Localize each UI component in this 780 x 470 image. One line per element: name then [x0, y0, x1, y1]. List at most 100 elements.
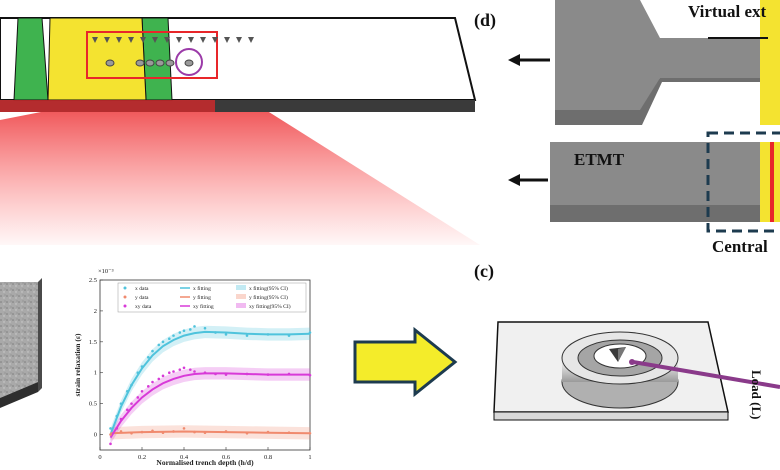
- data-point: [245, 334, 249, 337]
- data-point: [136, 396, 140, 399]
- load-arrow: [632, 360, 780, 389]
- highlighted-trench-circle: [175, 48, 203, 76]
- panel-c-label: (c): [474, 261, 494, 282]
- trench-markers: [105, 59, 194, 67]
- legend-label: xy fitting(95% CI): [249, 303, 291, 310]
- data-point: [126, 408, 129, 412]
- data-point: [130, 402, 133, 405]
- data-point: [308, 432, 312, 435]
- data-point: [140, 365, 144, 368]
- virtual-label: Virtual ext: [688, 2, 767, 21]
- data-point: [109, 442, 112, 446]
- legend-label: xy data: [135, 304, 152, 310]
- data-point: [224, 333, 228, 336]
- data-point: [189, 328, 192, 331]
- data-point: [203, 326, 207, 330]
- data-point: [115, 427, 119, 430]
- data-point: [157, 377, 161, 381]
- data-point: [182, 329, 186, 332]
- data-point: [193, 370, 196, 373]
- green-band-left: [13, 17, 49, 101]
- indenter-tip-face: [618, 347, 626, 362]
- dogbone-shadow: [555, 78, 760, 125]
- central-label: Central: [712, 237, 768, 256]
- y-tick-label: 1.5: [89, 339, 97, 346]
- data-point: [214, 331, 217, 334]
- y-tick-label: 1: [94, 370, 97, 377]
- panel-d-label: (d): [474, 10, 496, 31]
- strip-red-shadow: [0, 100, 215, 112]
- data-point: [182, 427, 186, 430]
- sem-side-face: [38, 278, 42, 392]
- data-point: [109, 427, 112, 430]
- data-point: [245, 432, 249, 435]
- x-tick-label: 0: [98, 454, 101, 461]
- y-tick-label: 2.5: [89, 277, 97, 284]
- x-tick-label: 0.8: [264, 454, 272, 461]
- data-point: [140, 389, 144, 393]
- panel-c: (c) Load (L): [474, 261, 780, 421]
- data-point: [266, 430, 270, 434]
- data-point: [189, 368, 192, 371]
- data-point: [203, 371, 207, 375]
- y-tick-labels: 00.511.522.5: [89, 277, 97, 439]
- data-point: [224, 373, 228, 376]
- data-point: [126, 389, 129, 393]
- data-point: [308, 373, 312, 377]
- data-point: [161, 340, 165, 344]
- magnification-wedge: [0, 78, 480, 245]
- data-point: [308, 331, 312, 334]
- data-point: [266, 333, 270, 336]
- legend-marker: [236, 303, 246, 308]
- data-point: [115, 414, 119, 418]
- legend-label: x data: [135, 286, 149, 292]
- load-arrow-head: [629, 359, 635, 365]
- data-point: [130, 383, 133, 387]
- process-arrow: [353, 326, 458, 398]
- sem-top-face: [0, 282, 38, 398]
- etmt-label: ETMT: [574, 150, 625, 169]
- y-tick-label: 0: [94, 432, 97, 439]
- data-point: [147, 385, 150, 388]
- ci-band: [110, 367, 310, 444]
- sample-plate-front: [493, 411, 729, 421]
- central-region-box: [706, 131, 780, 233]
- legend-marker: [123, 304, 127, 308]
- trench-selection-box: [86, 31, 218, 79]
- data-point: [119, 402, 123, 405]
- data-point: [178, 331, 182, 334]
- sem-surface-block: [0, 278, 42, 408]
- indent-markers: [92, 37, 254, 43]
- yellow-band: [47, 17, 147, 101]
- data-point: [287, 431, 291, 434]
- specimen-strip-view: [0, 17, 480, 245]
- data-point: [214, 372, 217, 376]
- data-point: [193, 430, 196, 434]
- data-point: [140, 430, 144, 434]
- data-point: [287, 334, 291, 337]
- data-point: [287, 372, 291, 376]
- legend-marker: [123, 286, 127, 290]
- data-point: [182, 366, 186, 370]
- data-point: [119, 417, 123, 421]
- y-tick-label: 0.5: [89, 401, 97, 408]
- legend-label: xy fitting: [193, 303, 214, 310]
- data-point: [161, 374, 165, 378]
- data-point: [168, 371, 171, 375]
- data-point: [224, 430, 228, 433]
- pull-arrow-bottom-head: [508, 174, 520, 186]
- legend-label: y fitting: [193, 294, 211, 301]
- data-point: [151, 349, 154, 353]
- load-label: Load (L): [749, 370, 764, 419]
- legend-marker: [236, 285, 246, 290]
- legend-label: y fitting(95% CI): [249, 294, 288, 301]
- virtual-line: [708, 37, 768, 39]
- legend-marker: [236, 294, 246, 299]
- data-point: [119, 430, 123, 433]
- data-point: [151, 380, 154, 384]
- chart-xlabel: Normalised trench depth (h/d): [156, 458, 254, 467]
- data-point: [151, 429, 154, 433]
